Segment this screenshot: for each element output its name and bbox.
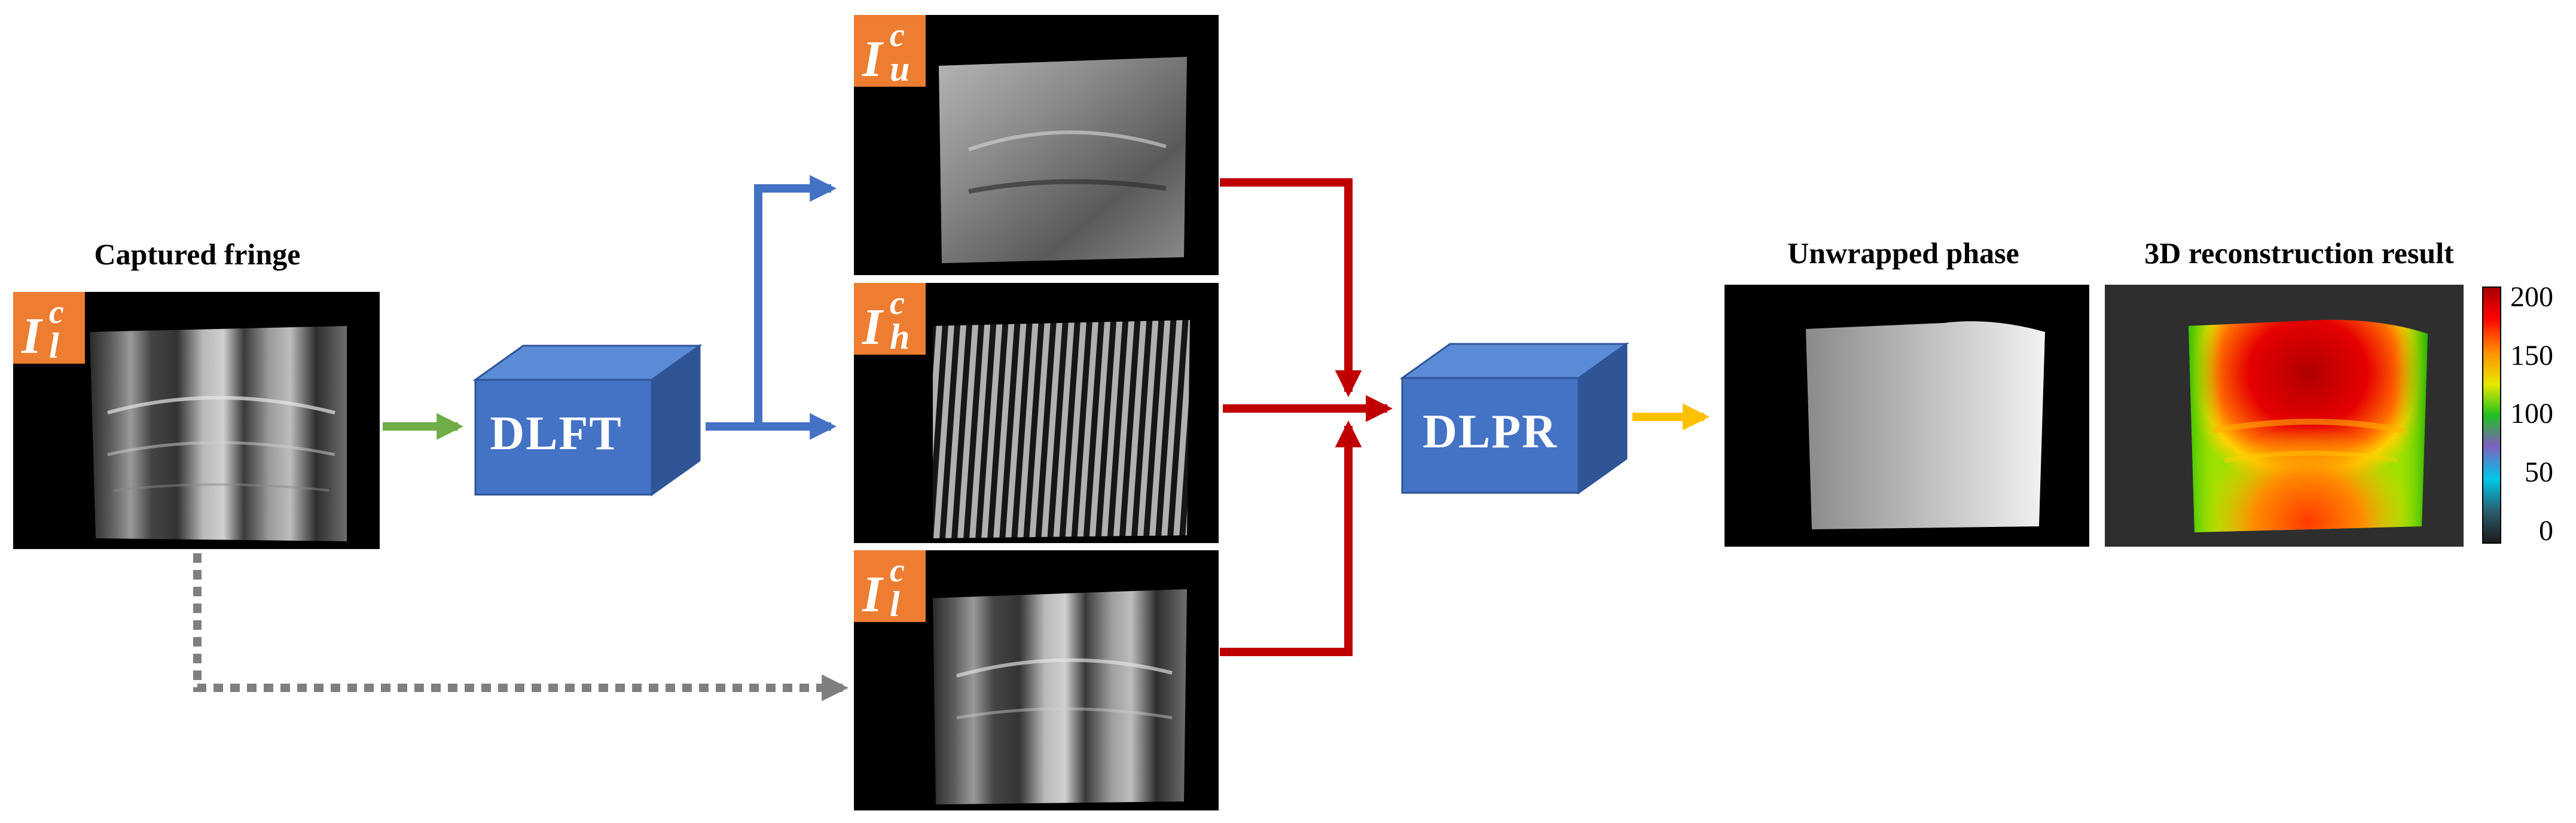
badge-input-low: I c l xyxy=(13,292,85,365)
svg-text:I: I xyxy=(21,307,43,364)
upper-envelope-image xyxy=(854,15,1219,275)
arrows-into-dlpr xyxy=(1220,178,1393,656)
svg-text:I: I xyxy=(862,298,884,355)
svg-text:h: h xyxy=(890,317,909,356)
svg-text:c: c xyxy=(890,17,905,54)
reconstruction-image xyxy=(2105,285,2464,547)
captured-fringe-label: Captured fringe xyxy=(94,237,301,271)
colorbar-tick: 150 xyxy=(2510,340,2553,371)
dlpr-block: DLPR xyxy=(1399,342,1629,495)
svg-text:c: c xyxy=(49,294,64,331)
svg-text:l: l xyxy=(49,326,59,365)
badge-upper: I c u xyxy=(854,15,926,89)
dlpr-label: DLPR xyxy=(1423,406,1558,458)
badge-high: I c h xyxy=(854,283,926,356)
unwrapped-phase-label: Unwrapped phase xyxy=(1787,236,2019,270)
svg-text:I: I xyxy=(862,30,884,87)
svg-text:I: I xyxy=(862,565,884,623)
colorbar-tick: 50 xyxy=(2525,456,2553,488)
colorbar-tick: 200 xyxy=(2510,281,2553,313)
captured-fringe-image xyxy=(13,292,380,549)
badge-low: I c l xyxy=(854,550,926,624)
dlft-block: DLFT xyxy=(472,344,703,496)
svg-text:c: c xyxy=(890,552,905,589)
colorbar-tick: 0 xyxy=(2539,515,2553,547)
arrows-dlft-outputs xyxy=(706,175,837,440)
low-frequency-image xyxy=(854,550,1219,810)
colorbar: 200 150 100 50 0 xyxy=(2482,281,2553,547)
svg-text:c: c xyxy=(890,285,905,322)
svg-text:u: u xyxy=(890,49,909,89)
unwrapped-phase-image xyxy=(1725,285,2089,547)
dlft-label: DLFT xyxy=(490,407,622,460)
arrow-bypass-dotted xyxy=(193,553,849,702)
svg-text:l: l xyxy=(890,584,900,624)
colorbar-tick: 100 xyxy=(2510,398,2553,429)
reconstruction-label: 3D reconstruction result xyxy=(2144,236,2454,270)
